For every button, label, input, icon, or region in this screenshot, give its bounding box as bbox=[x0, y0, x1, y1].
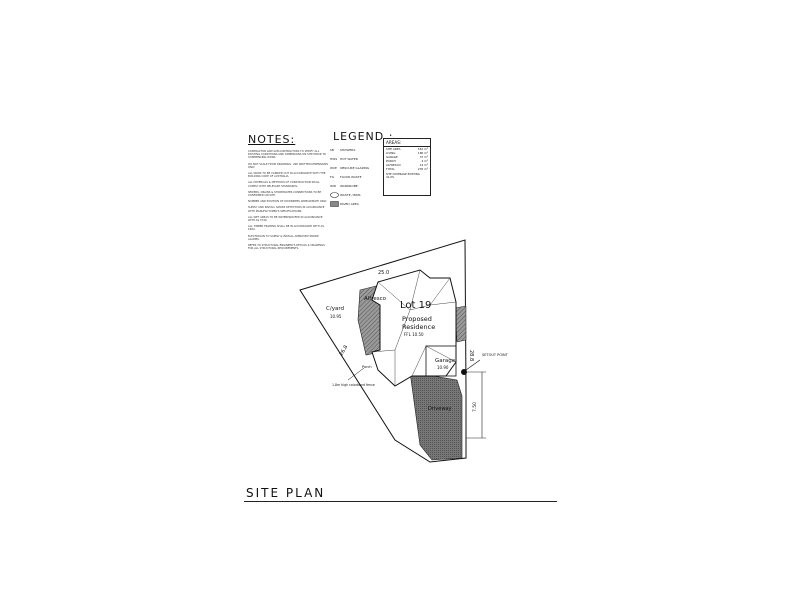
notes-list: CONTRACTOR AND SUB-CONTRACTORS TO VERIFY… bbox=[248, 150, 328, 253]
area-row: ALFRESCO 14 m² bbox=[384, 163, 430, 167]
legend-symbol: WCE bbox=[330, 166, 337, 170]
side-paving bbox=[454, 305, 467, 343]
legend-label: WARDROBE bbox=[340, 184, 358, 188]
area-value: 561 m² bbox=[417, 147, 428, 151]
legend-row: SB SHOWERS bbox=[330, 146, 382, 154]
dim-top: 25.0 bbox=[378, 270, 389, 276]
setout-point-marker bbox=[461, 359, 481, 375]
legend-label: WASTE / BINS bbox=[340, 193, 361, 197]
coverage-note: SITE COVERAGE EXISTING 41.9% bbox=[386, 173, 420, 180]
note-item: ALL MATERIALS & METHODS OF CONSTRUCTION … bbox=[248, 181, 320, 188]
legend-label: HOT WATER bbox=[340, 157, 358, 161]
area-row: LIVING 180 m² bbox=[384, 151, 430, 155]
garage-level: 10.90 bbox=[437, 365, 449, 370]
note-item: SUPPLY AND INSTALL SMOKE DETECTORS IN AC… bbox=[248, 206, 325, 213]
legend-symbol: WIR bbox=[330, 184, 336, 188]
porch-label: Porch bbox=[362, 365, 372, 369]
note-item: ALL WORK TO BE CARRIED OUT IN ACCORDANCE… bbox=[248, 172, 326, 179]
courtyard-label: C/yard bbox=[326, 306, 344, 312]
area-label: LIVING bbox=[386, 151, 396, 155]
dim-right: 28.8 bbox=[468, 350, 474, 361]
legend-row: WASTE / BINS bbox=[330, 191, 382, 199]
alfresco-label: Alfresco bbox=[364, 296, 387, 302]
garage-outline bbox=[425, 345, 457, 377]
driveway-paving bbox=[409, 371, 463, 461]
area-label: GARAGE bbox=[386, 155, 398, 159]
fence-leader bbox=[347, 367, 365, 381]
site-plan-title: SITE PLAN bbox=[246, 486, 326, 500]
notes-heading: NOTES: bbox=[248, 133, 296, 146]
area-row: TOTAL 235 m² bbox=[384, 167, 430, 171]
setback-dimension bbox=[466, 371, 486, 439]
area-label: SITE AREA bbox=[386, 147, 401, 151]
title-underline bbox=[244, 501, 557, 502]
setout-label: SETOUT POINT bbox=[482, 353, 509, 357]
dim-left: 26.8 bbox=[339, 344, 350, 357]
legend-row: PAVED AREA bbox=[330, 200, 382, 208]
area-row: PORCH 4 m² bbox=[384, 159, 430, 163]
residence-label-2: Residence bbox=[402, 323, 435, 331]
driveway-label: Driveway bbox=[428, 406, 451, 412]
note-item: DO NOT SCALE FROM DRAWINGS. USE WRITTEN … bbox=[248, 162, 328, 169]
lot-boundary bbox=[299, 239, 467, 463]
garage-label: Garage bbox=[435, 358, 456, 364]
note-item: ALL TIMBER FRAMING SHALL BE IN ACCORDANC… bbox=[248, 225, 324, 232]
legend-symbol: FG bbox=[330, 175, 335, 179]
areas-title: AREAS: bbox=[384, 139, 430, 147]
fence-label: 1.8m high colorbond fence bbox=[332, 383, 375, 387]
residence-level: FFL 10.50 bbox=[404, 332, 424, 337]
dim-front: 7.50 bbox=[472, 402, 478, 412]
areas-table: AREAS: SITE AREA 561 m² LIVING 180 m² GARA… bbox=[383, 138, 431, 196]
note-item: NUMBER AND POSITION OF DOWNPIPES APPROXI… bbox=[248, 200, 327, 204]
note-item: ELECTRICIAN TO SUPPLY & INSTALL APPROVED… bbox=[248, 234, 319, 241]
legend-label: FLOOR WASTE bbox=[340, 175, 362, 179]
courtyard-level: 10.95 bbox=[330, 314, 342, 319]
roof-lines bbox=[371, 269, 457, 386]
area-value: 14 m² bbox=[419, 163, 428, 167]
legend-label: OBSCURE GLAZING bbox=[340, 166, 370, 170]
legend-symbol: SB bbox=[330, 148, 334, 152]
note-item: CONTRACTOR AND SUB-CONTRACTORS TO VERIFY… bbox=[248, 150, 326, 160]
area-row: GARAGE 37 m² bbox=[384, 155, 430, 159]
area-value: 180 m² bbox=[417, 151, 428, 155]
area-label: PORCH bbox=[386, 159, 396, 163]
legend-label: SHOWERS bbox=[340, 148, 356, 152]
area-label: ALFRESCO bbox=[386, 163, 401, 167]
legend-label: PAVED AREA bbox=[340, 202, 359, 206]
legend-symbol: HWS bbox=[330, 157, 338, 161]
note-item: ALL WET AREAS TO BE WATERPROOFED IN ACCO… bbox=[248, 215, 323, 223]
residence-label-1: Proposed bbox=[402, 315, 432, 323]
paved-hatch-icon bbox=[330, 200, 340, 208]
area-row: SITE AREA 561 m² bbox=[384, 147, 430, 151]
area-value: 37 m² bbox=[419, 155, 428, 159]
area-value: 4 m² bbox=[421, 159, 428, 163]
lot-label: Lot 19 bbox=[400, 300, 431, 311]
area-label: TOTAL bbox=[386, 167, 395, 171]
bin-symbol-icon bbox=[330, 191, 340, 199]
legend-row: FG FLOOR WASTE bbox=[330, 173, 382, 181]
legend-heading: LEGEND : bbox=[333, 130, 394, 143]
note-item: SEWERS, DRAINS & STORMWATER CONNECTIONS … bbox=[248, 190, 322, 198]
note-item: REFER TO STRUCTURAL ENGINEER'S DETAILS &… bbox=[248, 244, 325, 251]
legend-row: WIR WARDROBE bbox=[330, 182, 382, 190]
area-value: 235 m² bbox=[417, 167, 428, 171]
